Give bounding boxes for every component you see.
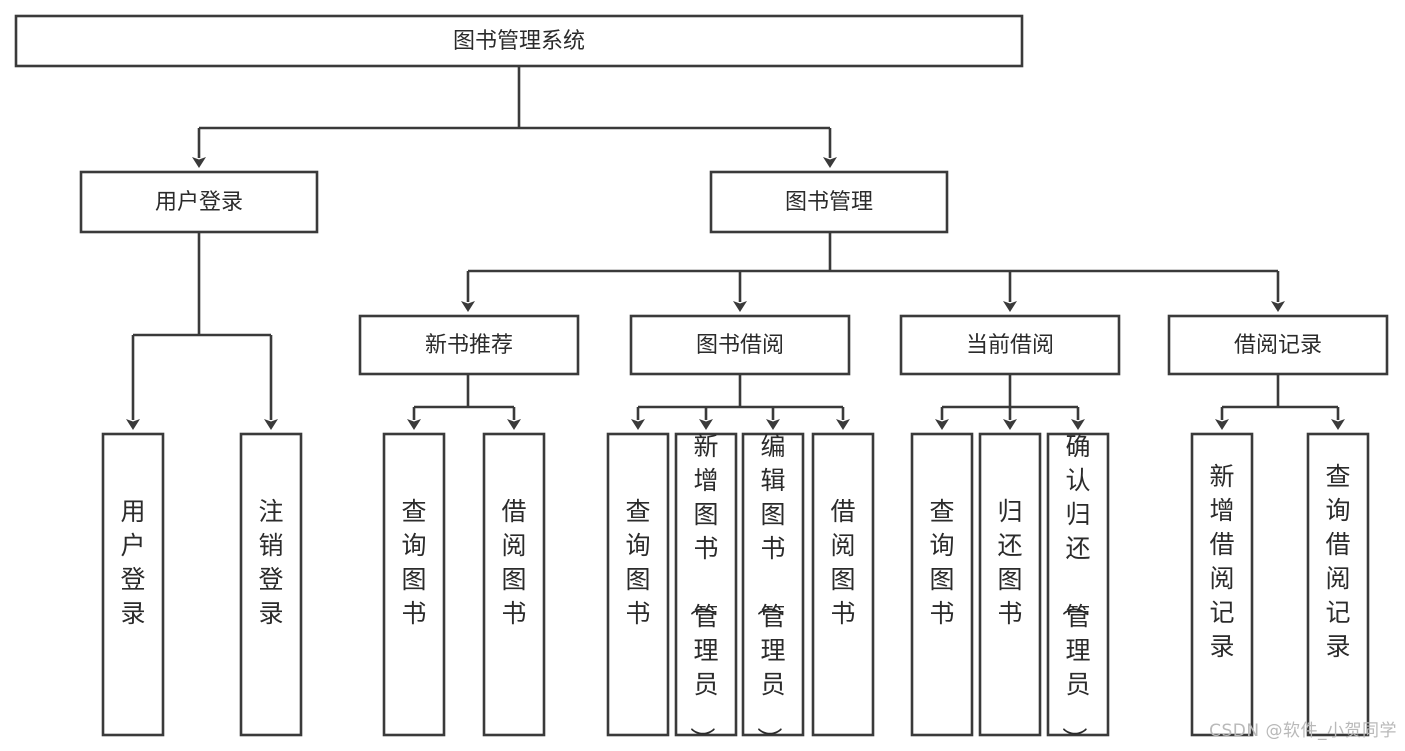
leaf-current-borrow-return-label: 归还图书	[997, 497, 1022, 628]
leaf-new-book-borrow-label: 借阅图书	[501, 497, 526, 628]
node-user-login[interactable]: 用户登录	[79, 170, 319, 234]
node-user-login-label: 用户登录	[155, 190, 243, 215]
node-root-system[interactable]: 图书管理系统	[14, 14, 1024, 68]
node-borrow-record[interactable]: 借阅记录	[1167, 314, 1389, 376]
leaf-borrow-record-query[interactable]: 查询借阅记录	[1306, 432, 1370, 737]
leaf-book-borrow-add[interactable]: 新增图书（管理员）	[674, 432, 738, 751]
connector-root-to-level2	[192, 66, 837, 168]
node-new-book-recommend[interactable]: 新书推荐	[358, 314, 580, 376]
node-current-borrow[interactable]: 当前借阅	[899, 314, 1121, 376]
leaf-book-borrow-borrow[interactable]: 借阅图书	[811, 432, 875, 737]
connector-new-book-to-leaves	[407, 374, 521, 430]
leaf-book-borrow-borrow-label: 借阅图书	[830, 497, 855, 628]
leaf-book-borrow-query-label: 查询图书	[625, 497, 650, 628]
connector-user-login-to-leaves	[126, 232, 278, 430]
leaf-borrow-record-add-label: 新增借阅记录	[1209, 462, 1234, 661]
node-root-system-label: 图书管理系统	[453, 29, 585, 54]
leaf-new-book-query-label: 查询图书	[401, 497, 426, 628]
leaf-new-book-borrow[interactable]: 借阅图书	[482, 432, 546, 737]
leaf-current-borrow-query-label: 查询图书	[929, 497, 954, 628]
leaf-user-login-login[interactable]: 用户登录	[101, 432, 165, 737]
leaf-current-borrow-query[interactable]: 查询图书	[910, 432, 974, 737]
leaf-new-book-query[interactable]: 查询图书	[382, 432, 446, 737]
leaf-user-login-login-label: 用户登录	[120, 497, 145, 628]
connector-borrow-record-to-leaves	[1215, 374, 1345, 430]
leaf-borrow-record-add[interactable]: 新增借阅记录	[1190, 432, 1254, 737]
node-book-borrow[interactable]: 图书借阅	[629, 314, 851, 376]
connector-book-manage-to-level3	[461, 232, 1285, 312]
node-book-management[interactable]: 图书管理	[709, 170, 949, 234]
connector-current-borrow-to-leaves	[935, 374, 1085, 430]
node-borrow-record-label: 借阅记录	[1234, 333, 1322, 358]
leaf-user-login-logout-label: 注销登录	[258, 497, 283, 628]
node-new-book-recommend-label: 新书推荐	[425, 333, 513, 358]
leaf-book-borrow-query[interactable]: 查询图书	[606, 432, 670, 737]
leaf-book-borrow-edit[interactable]: 编辑图书（管理员）	[741, 432, 805, 751]
csdn-watermark: CSDN @软件_小贺同学	[1209, 721, 1397, 741]
leaf-user-login-logout[interactable]: 注销登录	[239, 432, 303, 737]
node-current-borrow-label: 当前借阅	[966, 333, 1054, 358]
leaf-book-borrow-edit-label: 编辑图书（管理员）	[754, 432, 785, 747]
node-book-management-label: 图书管理	[785, 190, 873, 215]
connector-book-borrow-to-leaves	[631, 374, 850, 430]
leaf-current-borrow-return[interactable]: 归还图书	[978, 432, 1042, 737]
leaf-current-borrow-confirm[interactable]: 确认归还（管理员）	[1046, 432, 1110, 751]
leaf-borrow-record-query-label: 查询借阅记录	[1325, 462, 1350, 661]
node-book-borrow-label: 图书借阅	[696, 333, 784, 358]
